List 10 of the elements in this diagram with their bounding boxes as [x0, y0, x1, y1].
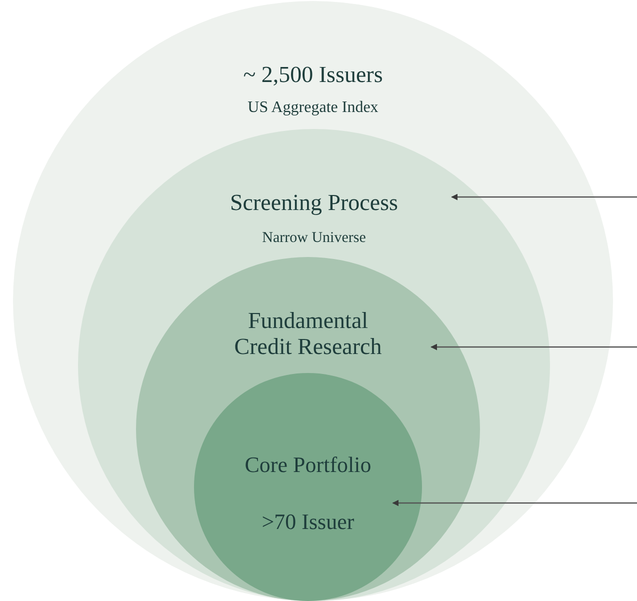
arrow — [392, 500, 637, 506]
region-subtitle: Narrow Universe — [261, 230, 367, 248]
region-title: ~ 2,500 Issuers — [242, 62, 384, 88]
arrow — [451, 194, 637, 200]
region-title: Fundamental Credit Research — [233, 308, 383, 361]
region-subtitle: >70 Issuer — [260, 509, 356, 534]
region-title: Core Portfolio — [244, 452, 372, 478]
arrow — [430, 344, 637, 350]
region-subtitle: US Aggregate Index — [246, 99, 380, 118]
region-title: Screening Process — [229, 190, 399, 216]
